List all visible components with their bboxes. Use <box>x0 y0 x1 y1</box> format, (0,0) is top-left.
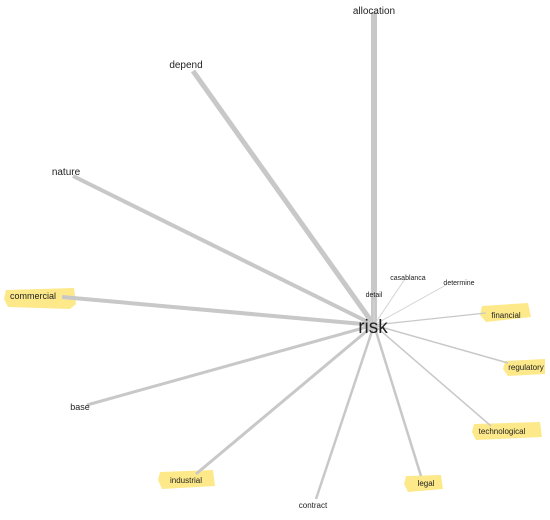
highlight-commercial <box>4 288 76 309</box>
edge-industrial <box>195 323 375 476</box>
edge-regulatory <box>373 324 509 364</box>
node-label-financial: financial <box>491 311 521 320</box>
edge-determine <box>373 284 447 326</box>
node-label-nature: nature <box>52 167 81 178</box>
edge-base <box>86 323 375 407</box>
node-label-contract: contract <box>299 501 328 510</box>
node-label-industrial: industrial <box>170 476 202 485</box>
highlight-layer <box>4 288 545 492</box>
node-label-regulatory: regulatory <box>508 363 544 372</box>
node-label-legal: legal <box>418 479 435 488</box>
edge-commercial <box>61 295 375 327</box>
node-label-technological: technological <box>479 427 526 436</box>
node-label-determine: determine <box>443 280 474 287</box>
node-label-commercial: commercial <box>10 291 56 301</box>
label-layer: allocation depend nature commercial base… <box>10 6 544 510</box>
highlight-technological <box>472 422 542 440</box>
center-node-label: risk <box>358 317 388 338</box>
edge-contract <box>314 324 376 500</box>
edge-depend <box>190 69 377 327</box>
highlight-financial <box>480 303 531 322</box>
highlight-legal <box>404 475 443 492</box>
node-label-depend: depend <box>169 60 202 71</box>
edge-layer <box>61 12 509 500</box>
highlight-industrial <box>158 470 215 489</box>
node-label-detail: detail <box>366 292 383 299</box>
edge-legal <box>372 324 423 477</box>
edge-technological <box>373 324 492 427</box>
node-label-base: base <box>70 402 90 412</box>
node-label-casablanca: casablanca <box>390 275 426 282</box>
node-label-allocation: allocation <box>353 6 395 17</box>
edge-casablanca <box>373 278 406 326</box>
edge-financial <box>373 312 487 326</box>
highlight-regulatory <box>503 359 545 376</box>
edge-nature <box>72 174 375 327</box>
